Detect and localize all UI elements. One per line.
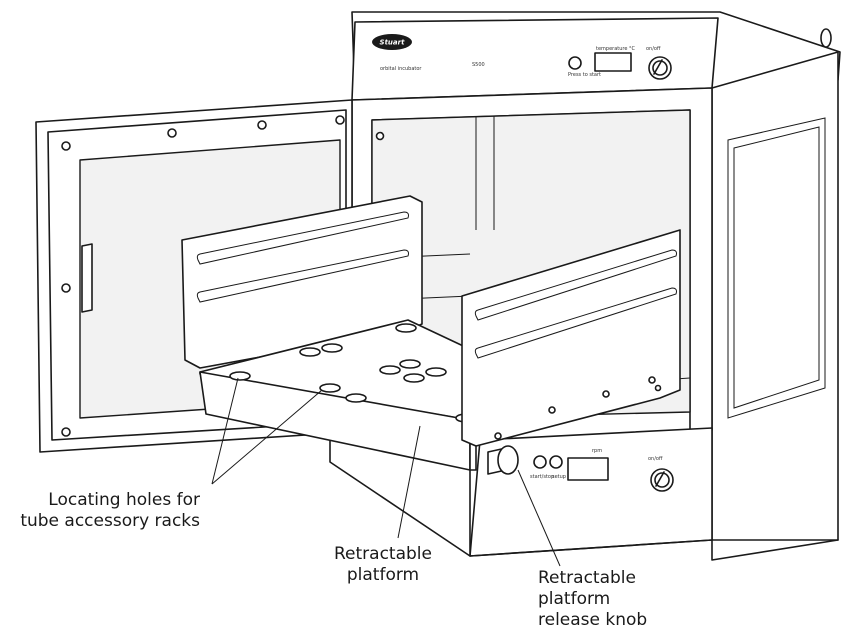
start-stop-button[interactable] <box>533 455 547 469</box>
callout-locating-holes-line2: tube accessory racks <box>20 511 200 531</box>
temperature-display-label: temperature °C <box>596 46 636 52</box>
callout-platform-line2: platform <box>346 565 420 585</box>
temperature-display <box>594 52 632 72</box>
callout-locating-holes: Locating holes for tube accessory racks <box>4 490 200 532</box>
rpm-display <box>567 457 609 481</box>
callout-release-knob-line2: platform <box>538 589 611 609</box>
dial-lower-label: on/off <box>648 456 663 462</box>
setup-button[interactable] <box>549 455 563 469</box>
retractable-platform <box>181 195 681 475</box>
brand-logo <box>372 34 412 50</box>
model-text: orbital incubator <box>380 66 422 72</box>
start-button-upper[interactable] <box>568 56 582 70</box>
callout-release-knob: Retractable platform release knob <box>538 568 678 631</box>
setup-label: setup <box>552 474 566 480</box>
leader-locating-holes-2 <box>211 389 323 485</box>
release-knob[interactable] <box>487 445 519 475</box>
callout-release-knob-line1: Retractable <box>538 568 636 588</box>
leader-locating-holes-1 <box>211 377 239 485</box>
callout-platform: Retractable platform <box>318 544 448 586</box>
model-number: S500 <box>472 62 485 68</box>
callout-locating-holes-line1: Locating holes for <box>48 490 200 510</box>
upper-control-panel: Stuart orbital incubator S500 Press to s… <box>372 34 672 80</box>
dial-upper-label: on/off <box>646 46 661 52</box>
leader-release-knob <box>517 469 561 567</box>
rpm-display-label: rpm <box>592 448 602 454</box>
callout-platform-line1: Retractable <box>334 544 432 564</box>
lower-control-panel: start/stop setup rpm on/off <box>530 448 674 492</box>
brand-logo-text: Stuart <box>380 39 406 47</box>
leader-lines <box>211 377 561 567</box>
start-button-upper-label: Press to start <box>568 72 601 78</box>
start-stop-label: start/stop <box>530 474 554 480</box>
leader-platform <box>397 425 421 539</box>
callout-release-knob-line3: release knob <box>538 610 648 630</box>
